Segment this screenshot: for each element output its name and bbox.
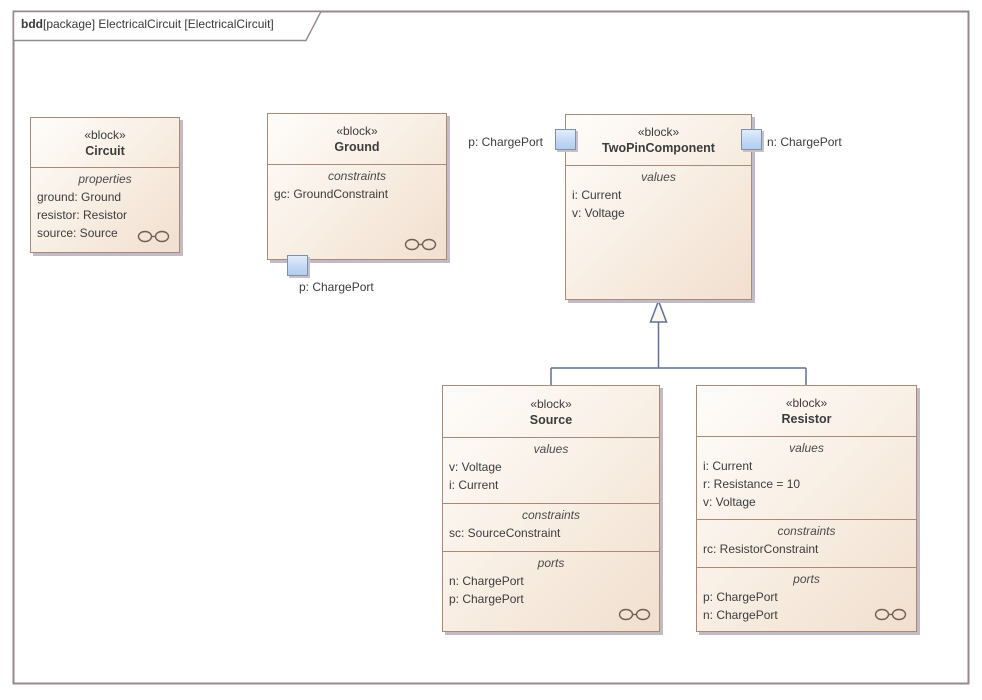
property-item: ground: Ground [37,190,122,204]
value-item: i: Current [449,478,499,492]
compartment-properties: properties ground: Ground resistor: Resi… [31,167,179,253]
constraint-item: rc: ResistorConstraint [703,542,819,556]
compartment-label: ports [537,556,565,570]
compartment-constraints: constraints sc: SourceConstraint [443,503,659,551]
hidden-compartments-icon [137,230,170,243]
port-item: p: ChargePort [449,592,524,606]
port-p-twopin[interactable] [555,129,576,150]
port-label-twopin-n: n: ChargePort [767,135,842,149]
block-name: Ground [334,140,380,154]
stereotype-label: «block» [530,396,572,411]
frame-keyword: bdd [21,17,43,31]
block-circuit-header: «block» Circuit [31,118,179,167]
compartment-values: values i: Current r: Resistance = 10 v: … [697,436,916,519]
hidden-compartments-icon [618,608,651,621]
compartment-label: properties [78,172,132,186]
value-item: v: Voltage [703,495,756,509]
generalization-line[interactable] [550,322,807,385]
frame-header-tab [12,10,323,42]
port-item: n: ChargePort [449,574,524,588]
diagram-frame [12,10,970,685]
constraint-item: gc: GroundConstraint [274,187,389,201]
constraint-item: sc: SourceConstraint [449,526,561,540]
port-label-ground-p: p: ChargePort [299,280,374,294]
compartment-values: values v: Voltage i: Current [443,437,659,503]
block-resistor-header: «block» Resistor [697,386,916,436]
compartment-label: ports [793,572,820,586]
compartment-constraints: constraints gc: GroundConstraint [268,164,446,260]
block-name: TwoPinComponent [602,141,715,155]
compartment-label: constraints [521,508,581,522]
compartment-label: constraints [777,524,836,538]
compartment-label: values [789,441,824,455]
value-item: i: Current [703,459,753,473]
stereotype-label: «block» [637,125,680,139]
port-item: p: ChargePort [703,590,778,604]
block-source[interactable]: «block» Source values v: Voltage i: Curr… [442,385,660,632]
value-item: i: Current [572,188,622,202]
compartment-constraints: constraints rc: ResistorConstraint [697,519,916,567]
hidden-compartments-icon [404,238,437,251]
block-circuit[interactable]: «block» Circuit properties ground: Groun… [30,117,180,253]
block-ground[interactable]: «block» Ground constraints gc: GroundCon… [267,113,447,276]
block-twopincomponent[interactable]: «block» TwoPinComponent values i: Curren… [555,114,762,300]
property-item: resistor: Resistor [37,208,128,222]
frame-title: [package] ElectricalCircuit [ElectricalC… [43,17,274,31]
value-item: v: Voltage [572,206,625,220]
stereotype-label: «block» [785,396,828,410]
generalization-arrowhead[interactable] [649,298,668,323]
property-item: source: Source [37,226,118,240]
hidden-compartments-icon [874,608,907,621]
block-name: Source [529,412,573,427]
port-item: n: ChargePort [703,608,778,622]
port-p-ground[interactable] [287,255,308,276]
block-twopin-header: «block» TwoPinComponent [566,115,751,165]
compartment-label: values [533,442,569,456]
block-ground-header: «block» Ground [268,114,446,164]
compartment-values: values i: Current v: Voltage [566,165,751,300]
port-n-twopin[interactable] [741,129,762,150]
value-item: r: Resistance = 10 [703,477,801,491]
port-label-twopin-p: p: ChargePort [468,135,543,149]
stereotype-label: «block» [336,124,378,138]
block-name: Circuit [85,143,125,158]
block-source-header: «block» Source [443,386,659,437]
compartment-ports: ports p: ChargePort n: ChargePort [697,567,916,633]
block-name: Resistor [781,412,832,426]
compartment-label: constraints [327,169,387,183]
value-item: v: Voltage [449,460,502,474]
compartment-label: values [641,170,676,184]
compartment-ports: ports n: ChargePort p: ChargePort [443,551,659,633]
frame-header-label: bdd[package] ElectricalCircuit [Electric… [21,17,274,31]
stereotype-label: «block» [84,127,126,142]
block-resistor[interactable]: «block» Resistor values i: Current r: Re… [696,385,917,632]
